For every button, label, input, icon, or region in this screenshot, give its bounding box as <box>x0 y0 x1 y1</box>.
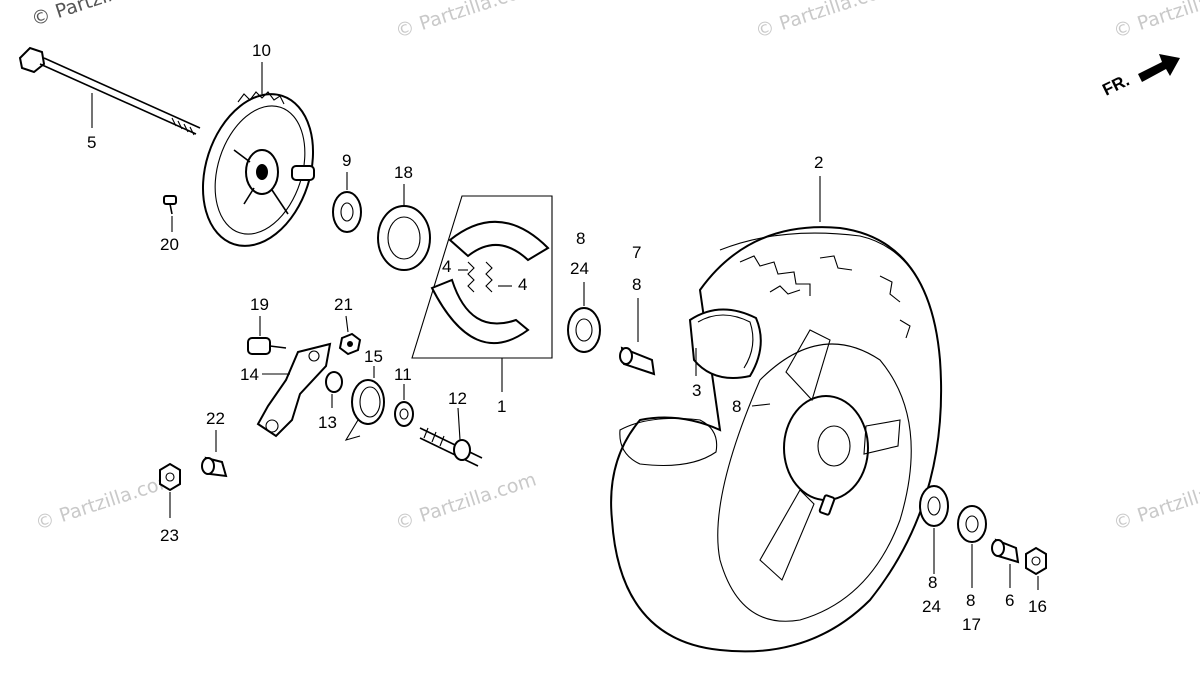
front-direction-indicator: FR. <box>1099 54 1180 100</box>
part-brake-shoe-assembly <box>411 195 553 392</box>
watermark: © Partzilla.com <box>393 0 539 43</box>
front-direction-label: FR. <box>1099 71 1132 100</box>
callout-19: 19 <box>250 295 269 314</box>
part-washer-13 <box>325 371 343 408</box>
part-nut-21 <box>338 315 362 356</box>
callout-12: 12 <box>448 389 467 408</box>
callout-17: 17 <box>962 615 981 634</box>
callout-labels: 1 2 3 4 4 5 6 7 8 8 8 8 8 9 10 11 12 13 … <box>87 41 1047 634</box>
callout-4: 4 <box>518 275 527 294</box>
part-collar-22 <box>201 430 228 478</box>
callout-4: 4 <box>442 257 451 276</box>
part-retainer <box>332 172 362 233</box>
callout-24: 24 <box>922 597 941 616</box>
watermark: © Partzilla.com <box>33 469 179 535</box>
callout-8: 8 <box>732 397 741 416</box>
callout-8: 8 <box>928 573 937 592</box>
watermarks: © Partzilla.com © Partzilla.com © Partzi… <box>29 0 1200 535</box>
part-collar-7 <box>619 298 656 376</box>
callout-14: 14 <box>240 365 259 384</box>
part-brake-panel <box>201 62 315 247</box>
watermark: © Partzilla.com <box>753 0 899 43</box>
part-washer-11 <box>394 384 414 427</box>
watermark: © Partzilla.com <box>1111 469 1200 535</box>
part-axle-nut <box>1025 546 1047 590</box>
callout-5: 5 <box>87 133 96 152</box>
part-brake-arm <box>256 342 332 438</box>
part-oil-seal <box>377 184 431 271</box>
callout-16: 16 <box>1028 597 1047 616</box>
watermark: © Partzilla.com <box>29 0 175 31</box>
callout-24: 24 <box>570 259 589 278</box>
callout-1: 1 <box>497 397 506 416</box>
callout-22: 22 <box>206 409 225 428</box>
callout-18: 18 <box>394 163 413 182</box>
part-brake-cam <box>419 407 483 467</box>
part-bearing-left <box>567 282 601 353</box>
part-wheel-tire <box>610 176 943 653</box>
callout-11: 11 <box>394 365 412 384</box>
callout-9: 9 <box>342 151 351 170</box>
part-seal-right <box>957 505 987 588</box>
part-bolt-19 <box>247 316 287 355</box>
callout-3: 3 <box>692 381 701 400</box>
callout-8: 8 <box>576 229 585 248</box>
part-nut-23 <box>159 462 181 518</box>
callout-8: 8 <box>632 275 641 294</box>
watermark: © Partzilla.com <box>393 469 539 535</box>
part-screw-20 <box>163 195 177 232</box>
callout-2: 2 <box>814 153 823 172</box>
part-rim-band <box>688 308 762 379</box>
part-return-spring <box>344 366 385 441</box>
leader-line <box>751 403 771 407</box>
callout-23: 23 <box>160 526 179 545</box>
part-bearing-right <box>919 485 949 574</box>
callout-10: 10 <box>252 41 271 60</box>
part-axle <box>18 46 201 136</box>
callout-6: 6 <box>1005 591 1014 610</box>
callout-15: 15 <box>364 347 383 366</box>
callout-13: 13 <box>318 413 337 432</box>
watermark: © Partzilla.com <box>1111 0 1200 43</box>
callout-7: 7 <box>632 243 641 262</box>
part-collar-6 <box>991 538 1020 588</box>
callout-20: 20 <box>160 235 179 254</box>
callout-8: 8 <box>966 591 975 610</box>
front-direction-arrow-icon <box>1138 54 1180 82</box>
callout-21: 21 <box>334 295 353 314</box>
